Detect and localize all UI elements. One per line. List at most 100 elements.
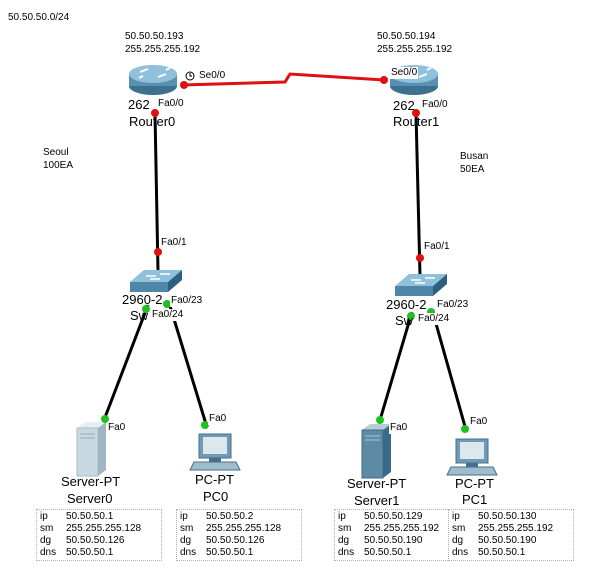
info-key: dns [40,547,57,558]
port-up-dot [101,415,109,423]
router1-ip: 50.50.50.194 [377,31,436,42]
port-down-dot [151,109,159,117]
router0-switch0-link[interactable] [153,112,160,273]
pc1-info-note: ip 50.50.50.130 sm 255.255.255.192 dg 50.50… [448,509,574,561]
server0-icon[interactable] [76,422,106,477]
server0-port-label: Fa0 [107,422,127,434]
pc0-icon[interactable] [189,433,241,471]
router1-address-note: 50.50.50.194 255.255.255.192 [377,30,453,56]
pc0-type-label: PC-PT [195,472,234,487]
router1-switch1-link[interactable] [414,112,422,277]
switch1-server1-link[interactable] [378,311,414,421]
host-dg: 50.50.50.190 [478,535,537,546]
site-city: Busan [460,151,489,162]
switch1-name-label: Sw [395,313,414,328]
host-sm: 255.255.255.192 [478,523,554,534]
pc1-port-label: Fa0 [469,416,489,428]
info-key: ip [40,511,48,522]
router1-mask: 255.255.255.192 [377,44,453,55]
server0-type-label: Server-PT [61,474,121,489]
port-up-dot [163,300,171,308]
port-up-dot [142,305,150,313]
router1-lan-port-label: Fa0/0 [421,99,449,111]
host-ip: 50.50.50.2 [206,511,254,522]
host-dns: 50.50.50.1 [206,547,254,558]
info-key: ip [338,511,346,522]
info-key: sm [180,523,194,534]
port-up-dot [407,312,415,320]
switch0-pc0-link[interactable] [168,305,208,425]
info-key: dns [452,547,469,558]
info-key: ip [452,511,460,522]
switch1-icon[interactable] [395,274,447,296]
port-up-dot [461,425,469,433]
switch1-uplink-port-label: Fa0/1 [423,241,451,253]
router1-name-label: Router1 [393,114,440,129]
pc1-icon[interactable] [446,438,498,476]
site-count: 100EA [43,160,74,171]
router0-ip: 50.50.50.193 [125,31,184,42]
server1-icon[interactable] [361,424,391,479]
switch0-name-label: Sw [130,308,149,323]
info-key: ip [180,511,188,522]
host-ip: 50.50.50.129 [364,511,423,522]
switch0-port-b-label: Fa0/24 [151,309,185,321]
pc1-name-label: PC1 [462,492,488,507]
switch1-port-a-label: Fa0/23 [436,299,470,311]
info-key: dg [40,535,52,546]
port-up-dot [201,421,209,429]
serial-link[interactable] [181,72,385,87]
router0-address-note: 50.50.50.193 255.255.255.192 [125,30,201,56]
host-sm: 255.255.255.128 [66,523,142,534]
network-label: 50.50.50.0/24 [8,11,70,24]
switch0-server0-link[interactable] [102,304,150,421]
info-key: dns [338,547,355,558]
port-up-dot [376,416,384,424]
info-key: dg [180,535,192,546]
host-dg: 50.50.50.190 [364,535,423,546]
pc1-type-label: PC-PT [455,476,494,491]
host-dns: 50.50.50.1 [364,547,412,558]
host-dns: 50.50.50.1 [66,547,114,558]
info-key: sm [452,523,466,534]
port-down-dot [180,81,188,89]
server1-type-label: Server-PT [347,476,407,491]
router0-model-label: 262 [128,97,150,112]
router0-lan-port-label: Fa0/0 [157,98,185,110]
site-seoul-note: Seoul 100EA [43,146,74,172]
server1-name-label: Server1 [354,493,400,508]
info-key: sm [40,523,54,534]
host-ip: 50.50.50.130 [478,511,537,522]
info-key: dns [180,547,197,558]
site-city: Seoul [43,147,69,158]
switch1-pc1-link[interactable] [431,312,468,431]
server1-port-label: Fa0 [389,422,409,434]
pc0-port-label: Fa0 [208,413,228,425]
host-dns: 50.50.50.1 [478,547,526,558]
router1-model-label: 262 [393,98,415,113]
site-count: 50EA [460,164,485,175]
router0-serial-port-label: Se0/0 [198,70,227,82]
router0-name-label: Router0 [129,114,176,129]
host-sm: 255.255.255.192 [364,523,440,534]
info-key: dg [338,535,350,546]
clock-icon [185,71,195,81]
switch1-port-b-label: Fa0/24 [417,313,451,325]
switch1-model-label: 2960-2 [386,297,427,312]
host-dg: 50.50.50.126 [206,535,265,546]
server0-name-label: Server0 [67,491,113,506]
router0-mask: 255.255.255.192 [125,44,201,55]
port-down-dot [154,248,162,256]
router0-icon[interactable] [129,65,177,95]
port-down-dot [380,76,388,84]
switch0-uplink-port-label: Fa0/1 [160,237,188,249]
switch0-icon[interactable] [130,270,182,292]
port-down-dot [412,109,420,117]
pc0-name-label: PC0 [203,489,229,504]
switch0-model-label: 2960-2 [122,292,163,307]
info-key: dg [452,535,464,546]
